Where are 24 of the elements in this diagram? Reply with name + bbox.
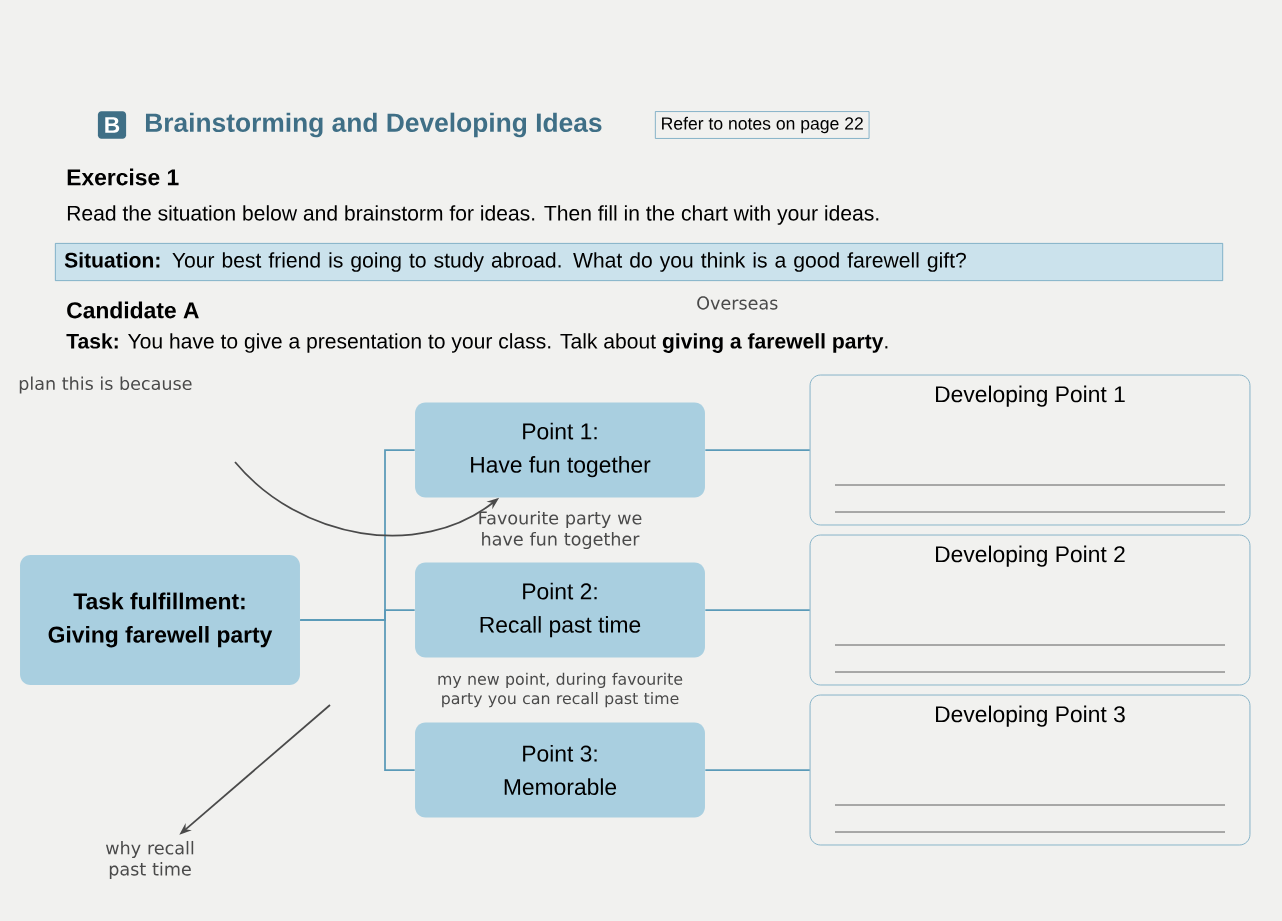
point-box: Point 1: Have fun together — [415, 402, 705, 498]
section-badge: B — [97, 111, 127, 139]
connector-line — [704, 449, 811, 451]
handwritten-note: my new point, during favourite party you can recall past time — [438, 672, 683, 708]
exercise-heading: Exercise 1 — [67, 168, 179, 186]
developing-point-box: Developing Point 1 — [809, 374, 1251, 526]
candidate-heading: Candidate A — [67, 301, 199, 319]
point-box: Point 2: Recall past time — [415, 562, 705, 658]
situation-box: Situation: Your best friend is going to study abroad. What do you think is a good farewell gift? — [55, 243, 1224, 281]
topic-box: Task fulfillment: Giving farewell party — [20, 555, 300, 685]
handwritten-note: Overseas — [697, 296, 778, 310]
connector-line — [299, 619, 416, 771]
handwritten-note: plan this is because — [19, 376, 192, 394]
note-box: Refer to notes on page 22 — [655, 111, 870, 139]
handwritten-note: Favourite party we have fun together — [479, 510, 642, 550]
instruction-text: Read the situation below and brainstorm for ideas. Then fill in the chart with your ideas. — [67, 205, 879, 225]
handwritten-note: why recall past time — [105, 840, 194, 880]
task-text: Task: You have to give a presentation to your class. Talk about giving a farewell party. — [66, 333, 888, 353]
developing-point-box: Developing Point 2 — [809, 534, 1251, 686]
connector-line — [704, 609, 811, 611]
developing-point-box: Developing Point 3 — [809, 694, 1251, 846]
section-title: Brainstorming and Developing Ideas — [146, 112, 602, 138]
point-box: Point 3: Memorable — [415, 722, 705, 818]
connector-line — [704, 769, 811, 771]
